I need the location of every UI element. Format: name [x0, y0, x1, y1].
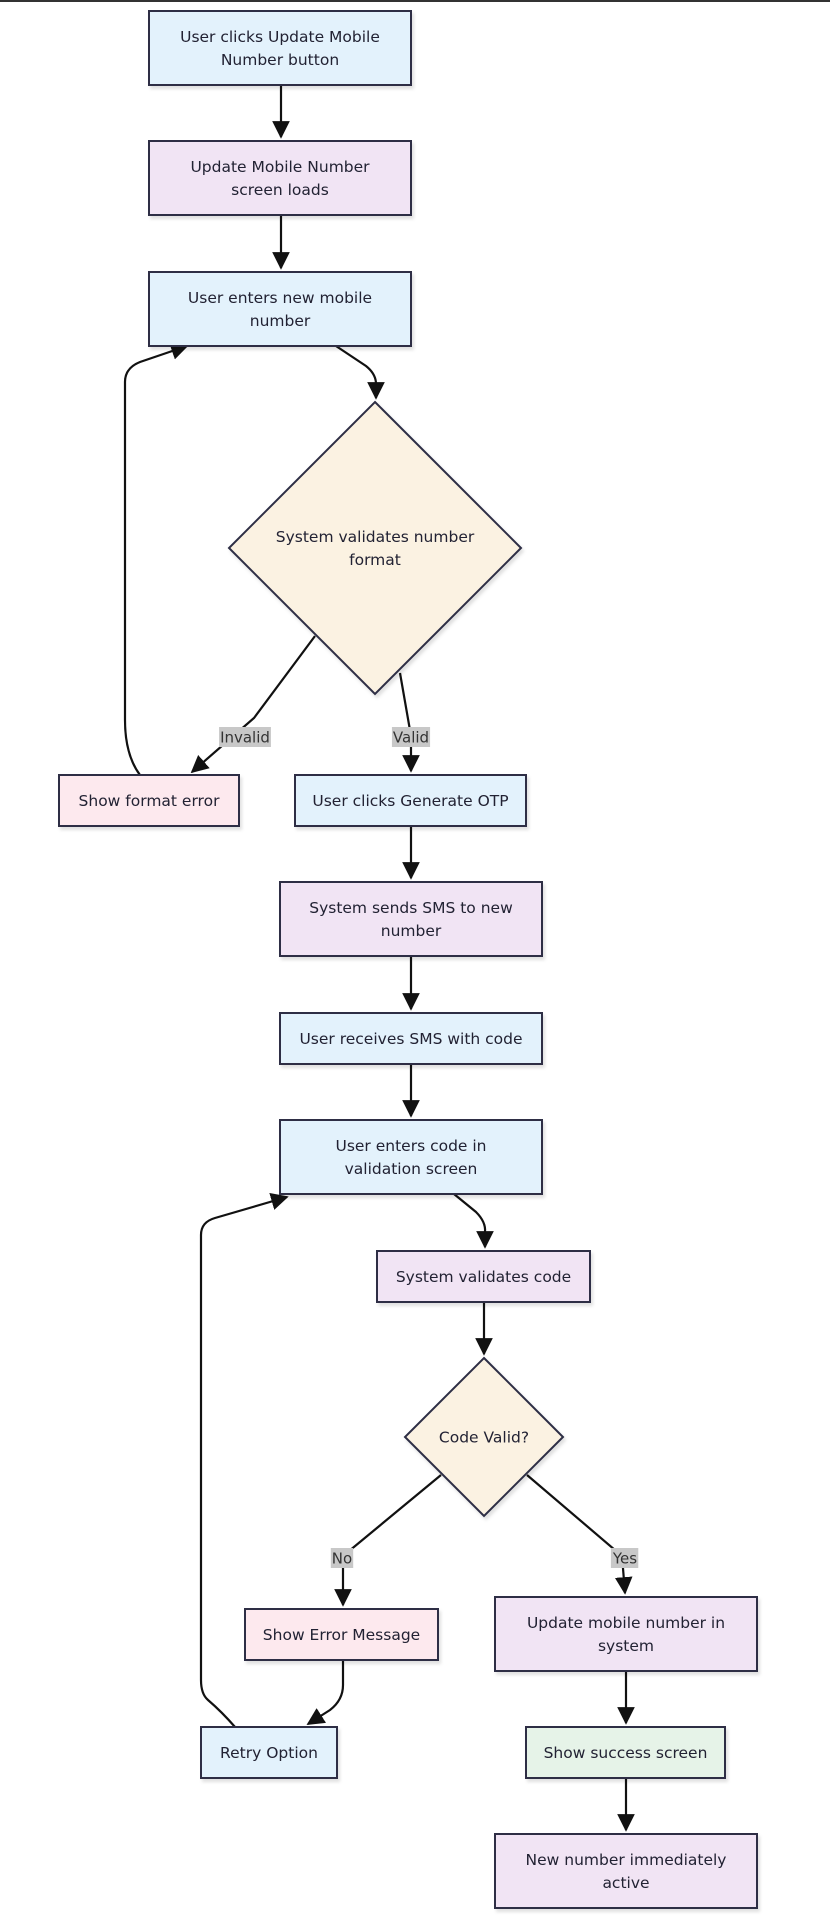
node-number-active: New number immediately active [494, 1833, 758, 1909]
node-label-line: User enters new mobile [188, 289, 372, 307]
node-box [494, 1596, 758, 1672]
node-box [200, 1726, 338, 1779]
node-label-line: System validates number [276, 528, 475, 546]
node-label-line: User clicks Generate OTP [312, 792, 508, 810]
node-generate-otp: User clicks Generate OTP [294, 774, 527, 827]
edge-label-background [610, 1548, 639, 1568]
node-label-line: System validates code [396, 1268, 571, 1286]
node-box [376, 1250, 591, 1303]
node-label-line: System sends SMS to new [309, 899, 513, 917]
decision-diamond [227, 400, 523, 696]
edge-n9-n10 [453, 1193, 494, 1249]
node-label-line: number [381, 922, 442, 940]
node-label-line: number [250, 312, 311, 330]
node-validate-code: System validates code [376, 1250, 591, 1303]
edge-n4-n6 [398, 672, 420, 773]
edge-label-valid: Valid [391, 727, 431, 747]
edge-n11-n12 [334, 1474, 442, 1607]
node-label-line: User clicks Update Mobile [180, 28, 380, 46]
node-label-line: Number button [221, 51, 339, 69]
node-label-line: active [602, 1874, 649, 1892]
node-label-line: validation screen [345, 1160, 478, 1178]
edge-n14-n9 [199, 1192, 289, 1728]
edge-label-background [391, 727, 431, 747]
node-box [294, 774, 527, 827]
edge-label-invalid: Invalid [219, 727, 271, 747]
node-label-line: New number immediately [526, 1851, 727, 1869]
edge-n3-n4 [335, 345, 385, 400]
node-box [525, 1726, 726, 1779]
node-box [279, 1012, 543, 1065]
node-send-sms: System sends SMS to new number [279, 881, 543, 957]
node-label-line: User receives SMS with code [299, 1030, 522, 1048]
edge-label-text: Valid [393, 729, 429, 747]
node-label-line: Show Error Message [263, 1626, 420, 1644]
node-show-format-error: Show format error [58, 774, 240, 827]
node-box [58, 774, 240, 827]
node-box [244, 1608, 439, 1661]
edge-n4-n5 [190, 635, 316, 774]
node-box [148, 140, 412, 216]
edge-n5-n3 [123, 342, 189, 776]
node-label-line: screen loads [231, 181, 329, 199]
edge-label-text: No [332, 1550, 352, 1568]
node-update-screen-loads: Update Mobile Number screen loads [148, 140, 412, 216]
edge-n12-n14 [306, 1660, 345, 1725]
decision-diamond [403, 1356, 565, 1518]
node-receive-sms: User receives SMS with code [279, 1012, 543, 1065]
node-retry-option: Retry Option [200, 1726, 338, 1779]
node-box [494, 1833, 758, 1909]
node-box [279, 1119, 543, 1195]
window-top-border [0, 0, 830, 2]
node-label-line: Show format error [79, 792, 221, 810]
node-label-line: Retry Option [220, 1744, 318, 1762]
node-label-line: format [349, 551, 401, 569]
node-box [279, 881, 543, 957]
node-user-enters-number: User enters new mobile number [148, 271, 412, 347]
node-label-line: Update Mobile Number [190, 158, 370, 176]
node-enter-code: User enters code in validation screen [279, 1119, 543, 1195]
edge-label-no: No [330, 1548, 354, 1568]
edge-n11-n13 [526, 1474, 633, 1595]
node-show-error-message: Show Error Message [244, 1608, 439, 1661]
node-validate-format: System validates number format [227, 400, 523, 696]
node-update-number-in-system: Update mobile number in system [494, 1596, 758, 1672]
node-label-line: Show success screen [544, 1744, 708, 1762]
edge-label-text: Invalid [220, 729, 270, 747]
node-label-line: system [598, 1637, 654, 1655]
node-label-line: Update mobile number in [527, 1614, 725, 1632]
edge-label-yes: Yes [610, 1548, 639, 1568]
node-box [148, 271, 412, 347]
node-code-valid-decision: Code Valid? [403, 1356, 565, 1518]
node-label-line: Code Valid? [439, 1429, 529, 1447]
edge-label-background [219, 727, 271, 747]
node-box [148, 10, 412, 86]
node-show-success-screen: Show success screen [525, 1726, 726, 1779]
edge-label-background [330, 1548, 354, 1568]
node-label-line: User enters code in [335, 1137, 486, 1155]
edge-label-text: Yes [612, 1550, 637, 1568]
